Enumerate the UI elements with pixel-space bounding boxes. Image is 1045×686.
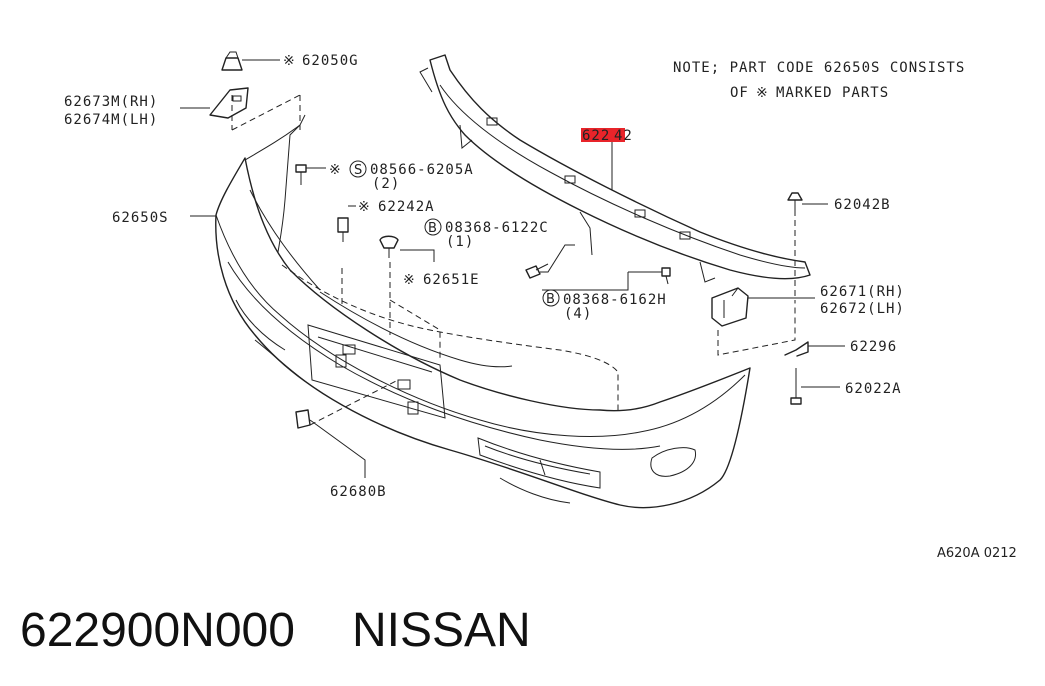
clip-62050G [221,51,243,71]
upper-retainer-62242 [419,54,811,283]
label-62242A[interactable]: 62242A [378,199,435,215]
label-08368-6162H[interactable]: 08368-6162H [563,292,667,308]
label-08566-6205A[interactable]: 08566-6205A [370,162,474,178]
label-62042B[interactable]: 62042B [834,197,891,213]
bolt-code-symbol: B [428,221,437,236]
label-62680B[interactable]: 62680B [330,484,387,500]
marked-symbol: ※ [283,53,296,69]
highlight-box [581,128,625,142]
footer-brand: NISSAN [352,604,531,657]
marked-symbol: ※ [358,199,371,215]
note-marked-symbol: ※ [756,85,769,101]
label-08368-6122C[interactable]: 08368-6122C [445,220,549,236]
bracket-62671 [711,287,749,327]
footer-part-number: 622900N000 [20,604,295,657]
bumper-fascia-62650S [215,114,751,509]
bolt-08368-6162H [661,267,671,285]
qty-08368-6162H: (4) [564,306,592,322]
label-62671[interactable]: 62671(RH) [820,284,905,300]
label-62672[interactable]: 62672(LH) [820,301,905,317]
marked-symbol: ※ [329,162,342,178]
bolt-code-symbol: B [546,292,555,307]
label-62673M[interactable]: 62673M(RH) [64,94,158,110]
bracket-62673M [209,87,249,119]
clip-62242A [337,217,349,242]
qty-08368-6122C: (1) [446,234,474,250]
label-62242-tail[interactable]: 42 [614,128,633,144]
clip-62651E [379,235,399,258]
clip-62296 [784,341,809,357]
bolt-08368-6122C [525,263,549,279]
screw-08566 [295,164,307,185]
clip-62042B [787,192,803,212]
screw-circle-icon [349,160,367,178]
qty-08566: (2) [372,176,400,192]
screw-code-symbol: S [354,163,362,178]
label-62242-head[interactable]: 622 [582,128,610,144]
bolt-circle-icon [542,289,560,307]
note-line-1: NOTE; PART CODE 62650S CONSISTS [673,60,965,76]
note-line-2-post: MARKED PARTS [776,85,889,101]
label-62674M[interactable]: 62674M(LH) [64,112,158,128]
label-62296[interactable]: 62296 [850,339,897,355]
label-62022A[interactable]: 62022A [845,381,902,397]
diagram-code: A620A 0212 [937,546,1017,561]
bracket-62680B [295,409,311,429]
marked-symbol: ※ [403,272,416,288]
bolt-62022A [790,368,802,405]
label-62651E[interactable]: 62651E [423,272,480,288]
label-62650S[interactable]: 62650S [112,210,169,226]
bolt-circle-icon [424,218,442,236]
label-62050G[interactable]: 62050G [302,53,359,69]
note-line-2-pre: OF [730,85,749,101]
